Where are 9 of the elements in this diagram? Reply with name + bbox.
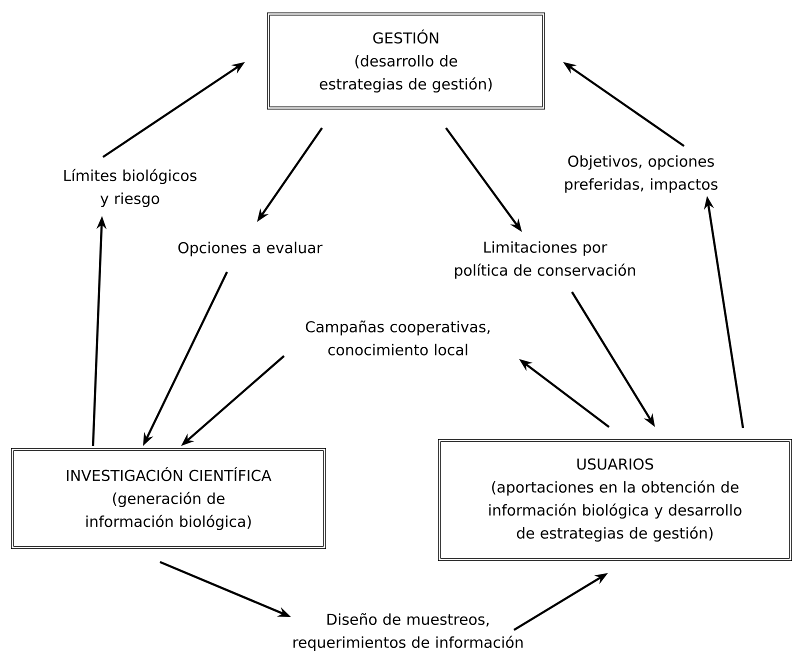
text-label: Opciones a evaluar bbox=[178, 242, 322, 256]
text-label: Límites biológicos y riesgo bbox=[64, 168, 196, 208]
text-label: Campañas cooperativas, conocimiento local bbox=[306, 320, 490, 356]
text-label: Limitaciones por política de conservación bbox=[455, 241, 636, 279]
process-box: INVESTIGACIÓN CIENTÍFICA (generación de información biológica) bbox=[11, 448, 326, 549]
process-box: USUARIOS (aportaciones en la obtención de información biológica y desarrollo de estrategias de gestión) bbox=[438, 439, 792, 561]
text-label: Diseño de muestreos, requerimientos de información bbox=[294, 613, 523, 651]
process-box: GESTIÓN (desarrollo de estrategias de gestión) bbox=[267, 12, 545, 110]
text-label: Objetivos, opciones preferidas, impactos bbox=[565, 155, 718, 193]
